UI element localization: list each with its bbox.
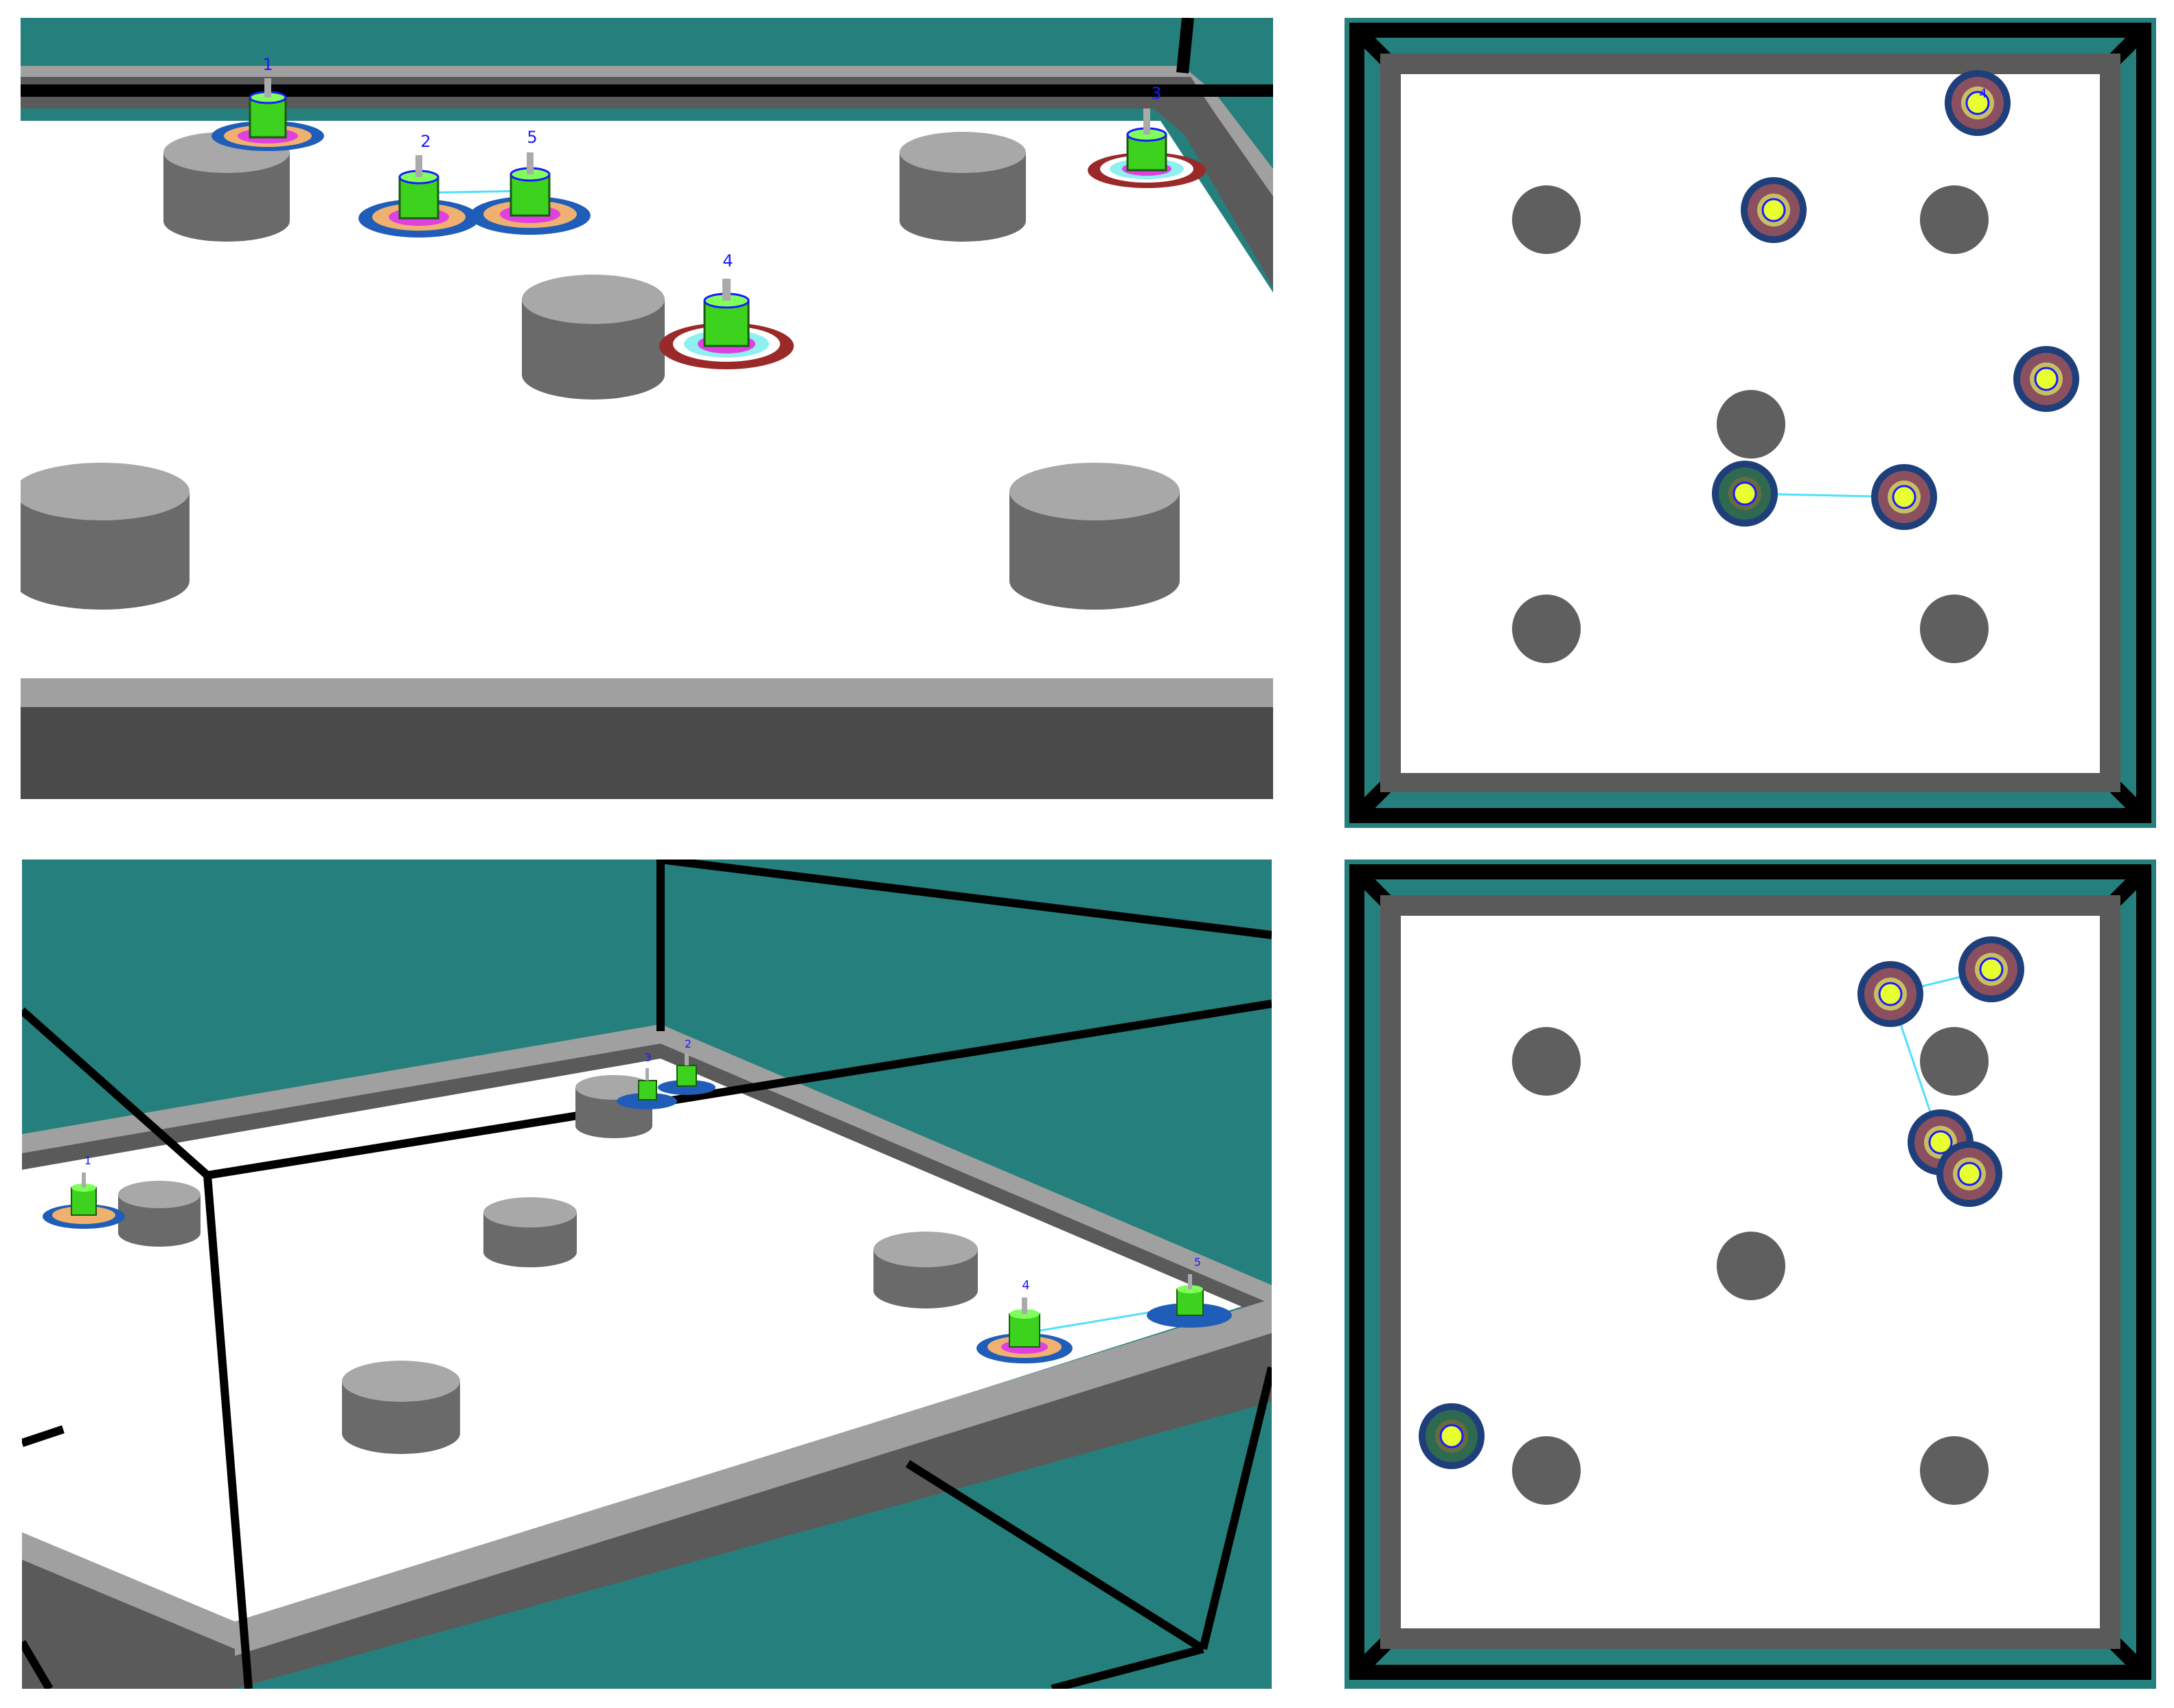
obstacle-group [1512, 185, 1989, 663]
robot-top[interactable] [1712, 461, 1778, 527]
back-wall [22, 1024, 661, 1153]
obstacle-cylinder [342, 1361, 460, 1454]
obstacle-cylinder [1920, 185, 1989, 254]
scene-perspective-b: 1 3 2 4 5 [22, 859, 1272, 1689]
robot-4-label: 4 [1022, 1278, 1029, 1293]
robot-top-4[interactable]: 4 [1945, 70, 2011, 136]
right-wall [661, 1024, 1272, 1304]
obstacle-cylinder [21, 463, 190, 610]
robot-4[interactable]: 4 [976, 1278, 1073, 1363]
robot-2-label: 2 [685, 1037, 691, 1050]
arena-floor [22, 1038, 1244, 1628]
robot-top[interactable] [1958, 936, 2024, 1002]
robot-1-label: 1 [84, 1154, 91, 1167]
robot-top[interactable] [1741, 177, 1807, 243]
front-wall-top [21, 678, 1273, 707]
scene-top-b [1345, 859, 2156, 1689]
scene-top-a: 4 [1345, 18, 2156, 828]
obstacle-cylinder [1717, 1232, 1785, 1300]
obstacle-cylinder [1920, 1436, 1989, 1505]
robot-top[interactable] [1857, 961, 1923, 1027]
robot-4-label: 4 [722, 251, 733, 270]
obstacle-cylinder [1920, 595, 1989, 663]
obstacle-group [1512, 1027, 1989, 1505]
robot-top[interactable] [1871, 464, 1937, 530]
robot-5[interactable]: 5 [1147, 1256, 1232, 1328]
obstacle-cylinder [1512, 595, 1581, 663]
robot-5-label: 5 [527, 128, 537, 147]
sim-view-top-b[interactable] [1345, 859, 2156, 1689]
sim-view-top-a[interactable]: 4 [1345, 18, 2156, 828]
obstacle-cylinder [873, 1232, 978, 1308]
front-left-wall [22, 1532, 235, 1649]
robot-2-label: 2 [420, 132, 431, 151]
robot-top-label: 4 [1979, 86, 1987, 101]
obstacle-cylinder [118, 1181, 201, 1247]
frame-edge [22, 859, 1272, 1689]
robot-top[interactable] [1419, 1403, 1485, 1469]
obstacle-cylinder [900, 132, 1026, 242]
obstacle-cylinder [522, 275, 665, 400]
obstacle-cylinder [1512, 1027, 1581, 1096]
robot-1-label: 1 [262, 55, 273, 74]
robot-4[interactable]: 4 [659, 251, 794, 369]
robot-2[interactable]: 2 [358, 132, 479, 238]
robot-2[interactable]: 2 [658, 1037, 716, 1095]
robot-top[interactable] [1936, 1141, 2002, 1207]
obstacle-cylinder [1512, 185, 1581, 254]
robot-1[interactable]: 1 [43, 1154, 125, 1229]
obstacle-cylinder [1512, 1436, 1581, 1505]
arena-floor [21, 121, 1273, 680]
robot-3[interactable]: 3 [1088, 84, 1206, 188]
obstacle-cylinder [575, 1075, 652, 1138]
sim-view-perspective-a[interactable]: 1 2 5 3 4 [21, 18, 1273, 799]
obstacle-cylinder [1717, 390, 1785, 459]
sim-view-perspective-b[interactable]: 1 3 2 4 5 [22, 859, 1272, 1689]
robot-3-label: 3 [645, 1051, 652, 1064]
obstacle-cylinder [483, 1197, 577, 1267]
frame-edge [1349, 864, 2151, 1680]
robot-3[interactable]: 3 [617, 1051, 677, 1109]
right-wall-top [1182, 66, 1273, 196]
robot-5[interactable]: 5 [470, 128, 591, 235]
front-wall-face [21, 707, 1273, 799]
frame-edge [1349, 23, 2151, 823]
obstacle-cylinder [1009, 463, 1180, 610]
robot-top[interactable] [2013, 346, 2079, 412]
obstacle-cylinder [1920, 1027, 1989, 1096]
robot-3-label: 3 [1151, 84, 1161, 103]
robot-5-label: 5 [1194, 1256, 1201, 1269]
scene-perspective-a: 1 2 5 3 4 [21, 18, 1273, 799]
front-wall [235, 1299, 1272, 1656]
robot-1[interactable]: 1 [211, 55, 324, 151]
